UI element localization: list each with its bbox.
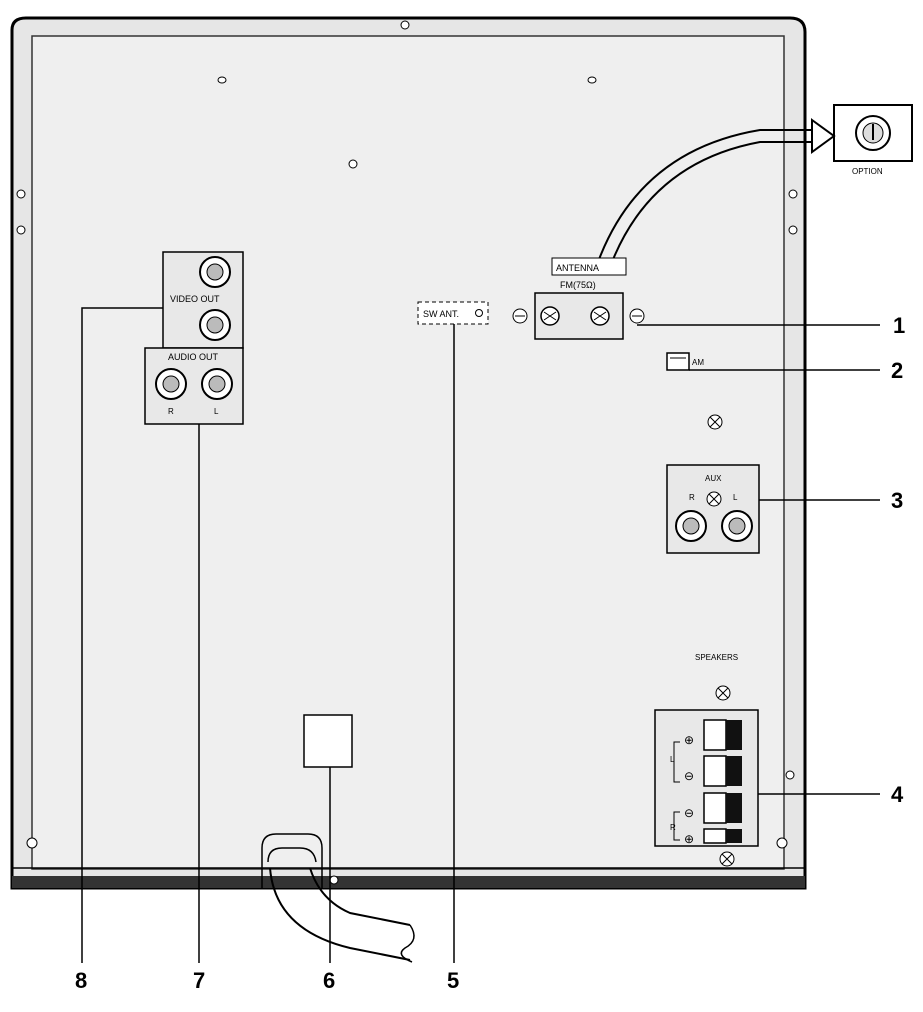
sw-antenna-port: SW ANT.: [417, 301, 489, 325]
audio-out-label: AUDIO OUT: [168, 352, 219, 362]
cord-holder: [303, 714, 353, 768]
speaker-l-plus: ⊕: [684, 733, 694, 747]
aux-l-label: L: [733, 493, 738, 502]
am-antenna-terminal: AM: [666, 352, 704, 371]
speaker-l-minus: ⊖: [684, 769, 694, 783]
leader-lines: [81, 307, 880, 963]
aux-input-jacks: AUX R L: [666, 464, 760, 554]
mounting-holes: [16, 76, 798, 885]
option-arrow: [597, 118, 836, 263]
sw-ant-label: SW ANT.: [423, 309, 459, 319]
video-out-label: VIDEO OUT: [170, 294, 220, 304]
speaker-terminals: SPEAKERS ⊕ ⊖ ⊖ ⊕ L R: [654, 653, 759, 867]
audio-out-jacks: AUDIO OUT R L: [144, 347, 244, 425]
video-out-jack: VIDEO OUT: [162, 251, 244, 349]
callout-numbers: 1 2 3 4 5 6 7 8: [75, 313, 905, 993]
option-label: OPTION: [852, 167, 883, 176]
audio-out-l-label: L: [214, 407, 219, 416]
power-cord: [261, 833, 415, 963]
audio-out-r-label: R: [168, 407, 174, 416]
speaker-r-minus: ⊖: [684, 806, 694, 820]
fm-label: FM(75Ω): [560, 280, 596, 290]
callout-6: 6: [323, 968, 335, 993]
callout-4: 4: [891, 782, 904, 807]
antenna-title: ANTENNA: [556, 263, 599, 273]
callout-7: 7: [193, 968, 205, 993]
callout-5: 5: [447, 968, 459, 993]
speaker-r-label: R: [670, 823, 676, 832]
aux-r-label: R: [689, 493, 695, 502]
speakers-label: SPEAKERS: [695, 653, 738, 662]
speaker-r-plus: ⊕: [684, 832, 694, 846]
fm-antenna-terminal: ANTENNA FM(75Ω): [512, 257, 645, 340]
callout-1: 1: [893, 313, 905, 338]
callout-2: 2: [891, 358, 903, 383]
callout-3: 3: [891, 488, 903, 513]
option-connector: OPTION: [833, 104, 913, 176]
callout-8: 8: [75, 968, 87, 993]
aux-label: AUX: [705, 474, 722, 483]
speaker-l-label: L: [670, 755, 675, 764]
am-label: AM: [692, 358, 704, 367]
